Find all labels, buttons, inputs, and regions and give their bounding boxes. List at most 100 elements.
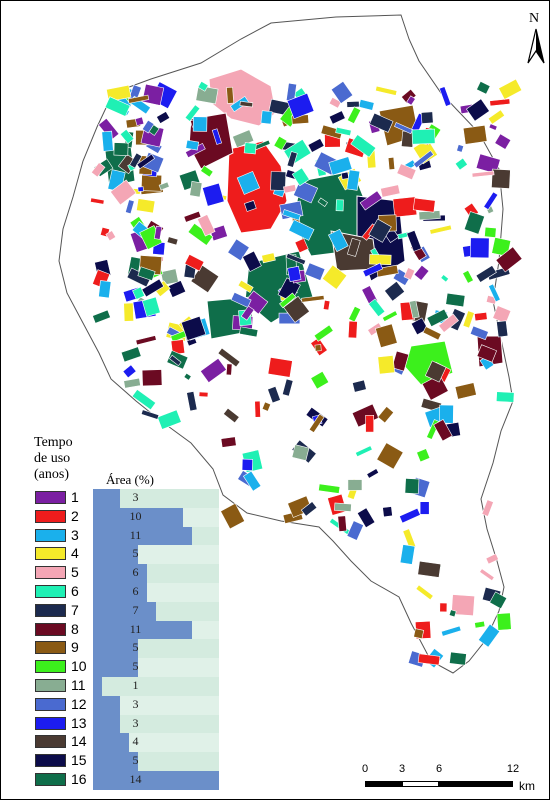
- parcel: [141, 278, 165, 298]
- scale-segment: [439, 781, 513, 787]
- parcel: [199, 357, 227, 384]
- area-bar-track: 5: [93, 639, 219, 659]
- parcel: [242, 250, 262, 273]
- parcel: [202, 182, 225, 207]
- parcel: [200, 165, 214, 178]
- parcel: [337, 515, 348, 532]
- parcel: [136, 198, 156, 214]
- parcel: [197, 214, 216, 237]
- watershed-boundary: [58, 14, 514, 674]
- area-value: 3: [132, 490, 139, 504]
- parcel: [476, 344, 498, 363]
- parcel: [368, 298, 386, 318]
- area-value: 6: [132, 565, 139, 580]
- parcel: [462, 310, 475, 329]
- parcel: [462, 124, 488, 145]
- parcel: [308, 413, 325, 434]
- area-bar-track: 14: [93, 770, 219, 790]
- legend-label: 8: [71, 620, 79, 637]
- parcel: [387, 156, 396, 171]
- legend-label: 14: [71, 733, 87, 750]
- parcel: [288, 219, 315, 241]
- parcel: [469, 237, 490, 259]
- parcel: [488, 123, 498, 131]
- parcel: [355, 445, 373, 458]
- parcel: [140, 174, 162, 192]
- parcel: [356, 507, 376, 529]
- area-bar: [93, 658, 138, 677]
- parcel: [438, 313, 459, 333]
- parcel: [183, 210, 202, 223]
- parcel: [320, 124, 343, 140]
- legend-swatch: [35, 716, 66, 730]
- parcel: [131, 388, 157, 411]
- parcel: [348, 305, 362, 323]
- parcel: [445, 292, 466, 308]
- parcel: [189, 181, 203, 198]
- parcel: [122, 364, 137, 379]
- parcel: [283, 295, 310, 323]
- parcel: [287, 265, 302, 283]
- parcel: [314, 344, 322, 352]
- area-bar: [93, 507, 183, 527]
- parcel: [197, 80, 209, 92]
- scale-bar: 0 3 6 12 km: [359, 763, 544, 799]
- parcel: [416, 448, 431, 463]
- parcel: [417, 653, 441, 666]
- parcel: [322, 299, 331, 311]
- scale-segment: [402, 781, 439, 787]
- parcel: [186, 391, 198, 412]
- parcel: [239, 100, 254, 108]
- parcel: [195, 85, 219, 105]
- parcel: [129, 152, 143, 169]
- scale-segment: [365, 781, 402, 787]
- area-value: 1: [132, 677, 139, 692]
- parcel: [394, 122, 413, 135]
- parcel: [484, 226, 497, 238]
- parcel: [180, 315, 207, 341]
- parcel: [254, 400, 261, 418]
- parcel: [240, 305, 255, 321]
- parcel: [157, 409, 182, 430]
- parcel: [328, 156, 353, 176]
- parcels-layer: [90, 68, 523, 669]
- parcel: [377, 355, 396, 375]
- parcel: [310, 370, 330, 390]
- area-value: 7: [132, 602, 139, 617]
- parcel: [141, 369, 163, 387]
- parcel: [190, 264, 220, 294]
- parcel: [392, 196, 418, 218]
- parcel: [346, 520, 364, 541]
- parcel: [465, 98, 490, 122]
- parcel: [120, 346, 142, 363]
- legend-swatch: [35, 584, 66, 598]
- area-bar: [93, 526, 192, 546]
- parcel: [475, 265, 497, 283]
- legend-swatch: [35, 603, 66, 617]
- parcel: [227, 238, 250, 262]
- parcel: [184, 104, 201, 122]
- parcel: [417, 560, 442, 578]
- legend-label: 6: [71, 582, 79, 599]
- parcel: [260, 110, 273, 125]
- parcel: [433, 419, 453, 442]
- parcel: [340, 171, 350, 180]
- area-bar: [93, 752, 138, 771]
- parcel: [347, 320, 358, 339]
- parcel: [92, 309, 111, 324]
- parcel: [335, 199, 344, 212]
- parcel: [141, 296, 161, 317]
- parcel: [350, 134, 377, 158]
- parcel: [498, 78, 523, 100]
- parcel: [439, 86, 452, 107]
- scale-tick: 0: [361, 763, 369, 775]
- area-value: 5: [132, 640, 139, 655]
- parcel: [328, 110, 346, 125]
- legend-label: 11: [71, 676, 86, 693]
- legend-label: 15: [71, 752, 87, 769]
- parcel: [123, 377, 141, 389]
- legend-title: Tempo de uso (anos): [34, 435, 73, 483]
- parcel: [391, 350, 410, 372]
- area-bar: [93, 545, 138, 565]
